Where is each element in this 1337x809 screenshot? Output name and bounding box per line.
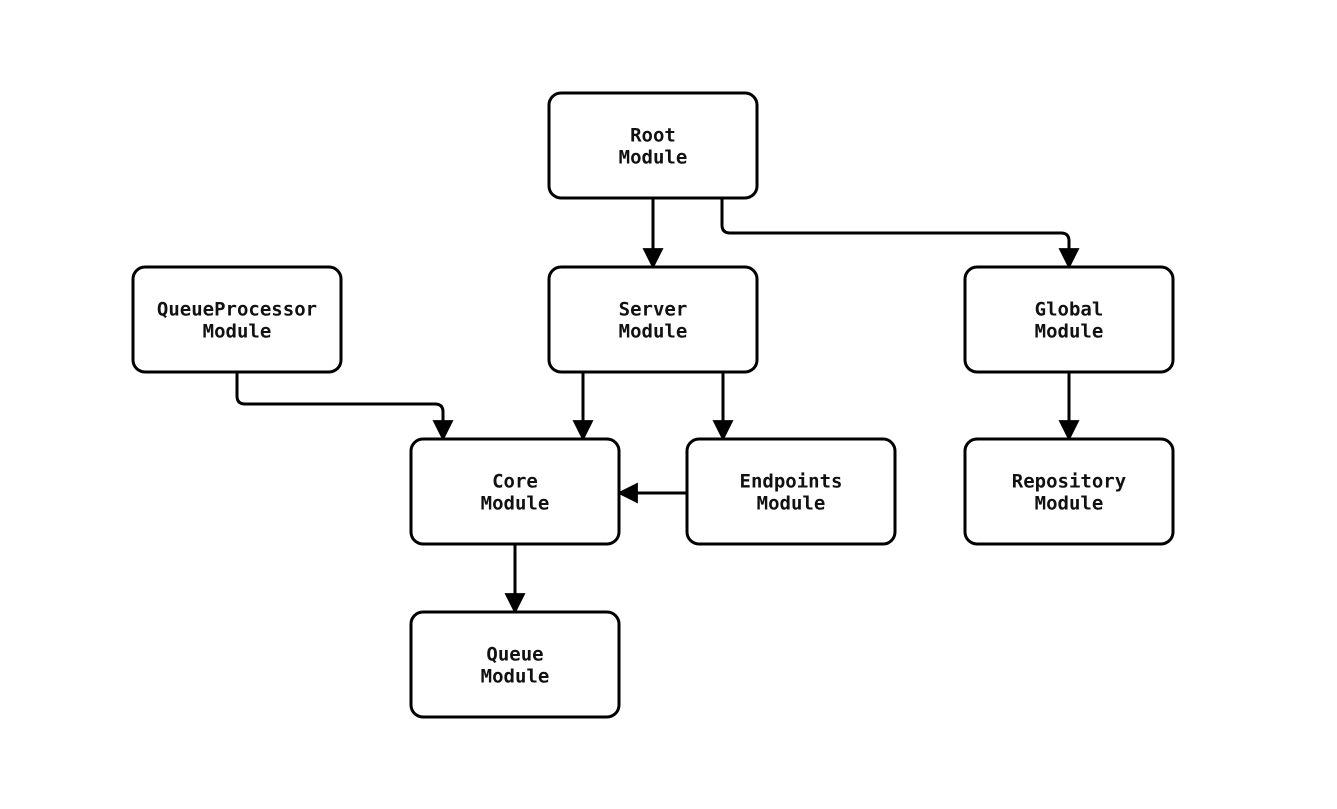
node-global-box [963, 265, 1175, 374]
node-endpoints-box [685, 437, 897, 546]
edge-queueprocessor-to-core [235, 372, 454, 442]
node-core-box [409, 437, 621, 546]
node-repository-box [963, 437, 1175, 546]
node-queueprocessor-box [131, 265, 343, 374]
node-server-box [547, 265, 759, 374]
node-root-box [547, 91, 759, 200]
edge-root-to-global [720, 198, 1080, 270]
node-queue-box [409, 610, 621, 719]
